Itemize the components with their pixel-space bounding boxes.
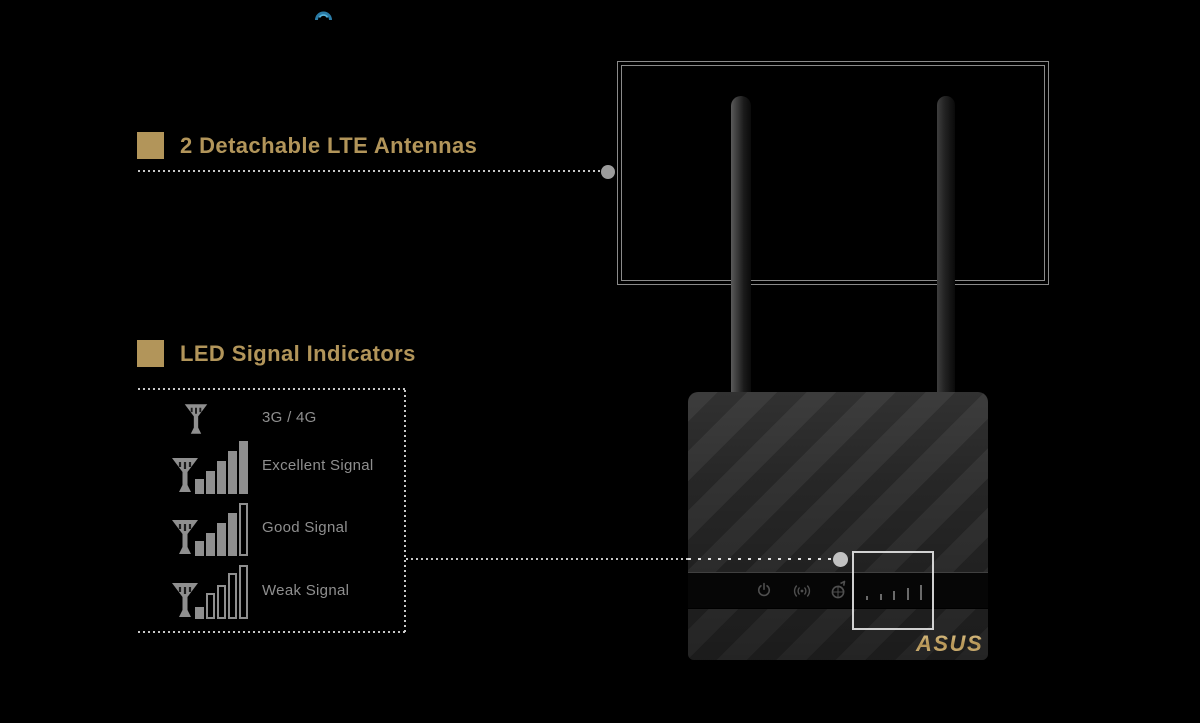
- signal-bar: [217, 523, 226, 556]
- signal-bar: [217, 461, 226, 494]
- signal-bar: [217, 585, 226, 619]
- router-front-panel: [688, 572, 988, 609]
- legend-border-bottom: [138, 631, 406, 633]
- antenna-highlight-frame-inner: [621, 65, 1045, 281]
- legend-label: Weak Signal: [262, 582, 350, 599]
- signal-bar: [906, 588, 909, 600]
- power-icon: [757, 582, 771, 597]
- legend-row-good: Good Signal: [170, 499, 420, 556]
- callout-led-title: LED Signal Indicators: [180, 340, 416, 366]
- antenna-icon: [172, 520, 198, 554]
- signal-bar: [195, 541, 204, 556]
- legend-row-3g-4g: 3G / 4G: [170, 398, 420, 436]
- wifi-icon: [793, 585, 811, 597]
- antenna-icon: [172, 458, 198, 492]
- legend-label: Good Signal: [262, 519, 348, 536]
- callout-antennas-leader-line: [138, 170, 601, 172]
- callout-antennas: 2 Detachable LTE Antennas: [137, 132, 477, 159]
- lte-antenna-right: [937, 96, 955, 396]
- led-highlight-frame: [852, 551, 934, 630]
- signal-bar: [228, 451, 237, 494]
- router-body: [688, 392, 988, 660]
- callout-led-leader-line-on-router: [688, 558, 834, 560]
- signal-bar: [206, 533, 215, 556]
- antenna-icon: [172, 583, 198, 617]
- internet-globe-icon: [831, 580, 846, 599]
- callout-led: LED Signal Indicators: [137, 340, 416, 367]
- signal-bar: [239, 503, 248, 556]
- signal-bar: [228, 513, 237, 556]
- decorative-arc-icon: [315, 11, 332, 21]
- gold-bullet: [137, 132, 164, 159]
- legend-label: 3G / 4G: [262, 408, 317, 426]
- signal-bar: [239, 441, 248, 494]
- signal-bar: [920, 585, 922, 600]
- svg-text:ASUS: ASUS: [915, 631, 983, 656]
- legend-label: Excellent Signal: [262, 456, 374, 474]
- signal-bar: [879, 594, 882, 600]
- signal-bar: [206, 593, 215, 619]
- legend-row-excellent: Excellent Signal: [170, 436, 420, 494]
- legend-border-top: [138, 388, 406, 390]
- callout-antennas-end-dot: [601, 165, 615, 179]
- callout-led-end-dot: [833, 552, 848, 567]
- legend-row-weak: Weak Signal: [170, 562, 420, 619]
- signal-bar: [866, 596, 868, 600]
- signal-bar: [206, 471, 215, 494]
- callout-led-leader-line: [406, 558, 688, 560]
- asus-logo: ASUS: [915, 631, 983, 656]
- antenna-icon: [184, 404, 208, 434]
- signal-bar: [228, 573, 237, 619]
- signal-bar: [195, 607, 204, 619]
- signal-bar: [893, 591, 895, 600]
- callout-antennas-title: 2 Detachable LTE Antennas: [180, 132, 478, 158]
- antenna-highlight-frame: [617, 61, 1049, 285]
- gold-bullet: [137, 340, 164, 367]
- legend-border-right: [404, 390, 406, 633]
- lte-antenna-left: [731, 96, 751, 396]
- signal-bar: [195, 479, 204, 494]
- signal-bar: [239, 565, 248, 619]
- led-signal-indicators: [866, 585, 922, 600]
